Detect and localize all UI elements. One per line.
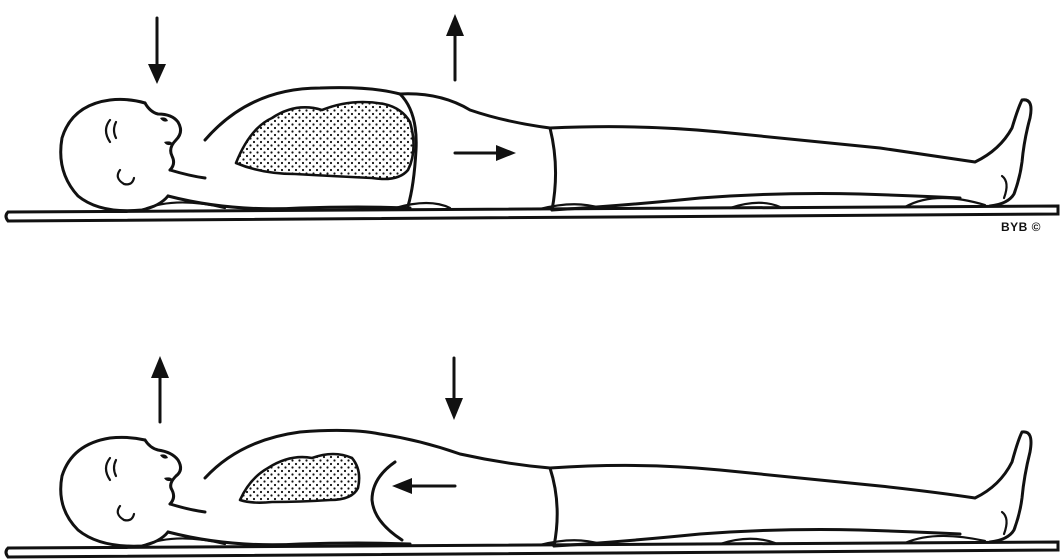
nostril (160, 454, 168, 458)
leg-upper-outline (550, 432, 1031, 542)
chin-line (170, 170, 205, 178)
face-profile (145, 440, 181, 504)
figure-inhalation (6, 14, 1058, 221)
mouth (164, 141, 173, 145)
arrow-head-up (151, 356, 169, 422)
arrow-chest-down (445, 358, 463, 420)
neck-detail (118, 506, 134, 520)
copyright-mark: BYB © (1001, 220, 1041, 234)
torso-outline (205, 430, 550, 478)
ear (106, 120, 116, 142)
ear (106, 458, 116, 480)
waist-line (550, 128, 556, 210)
heel-detail (1002, 176, 1007, 198)
arrow-head-down (148, 18, 166, 84)
head-outline (61, 437, 168, 546)
chin-line (170, 504, 205, 512)
arrow-belly-left (392, 478, 455, 494)
mouth (164, 477, 173, 481)
torso-bottom (168, 196, 410, 209)
nostril (160, 117, 168, 121)
waist-line (550, 468, 557, 546)
lung-contracted (240, 454, 359, 503)
leg-upper-outline (550, 100, 1031, 206)
head-outline (61, 99, 168, 210)
floor-board (6, 206, 1058, 221)
arrow-belly-right (455, 145, 516, 161)
arrow-chest-up (446, 14, 464, 80)
figure-exhalation (6, 356, 1058, 557)
abdomen-outline (372, 462, 402, 540)
face-profile (145, 103, 181, 170)
lung-expanded (236, 102, 414, 179)
floor-board (6, 542, 1058, 557)
heel-detail (1002, 512, 1007, 534)
neck-detail (118, 170, 134, 184)
torso-bottom (168, 532, 410, 545)
